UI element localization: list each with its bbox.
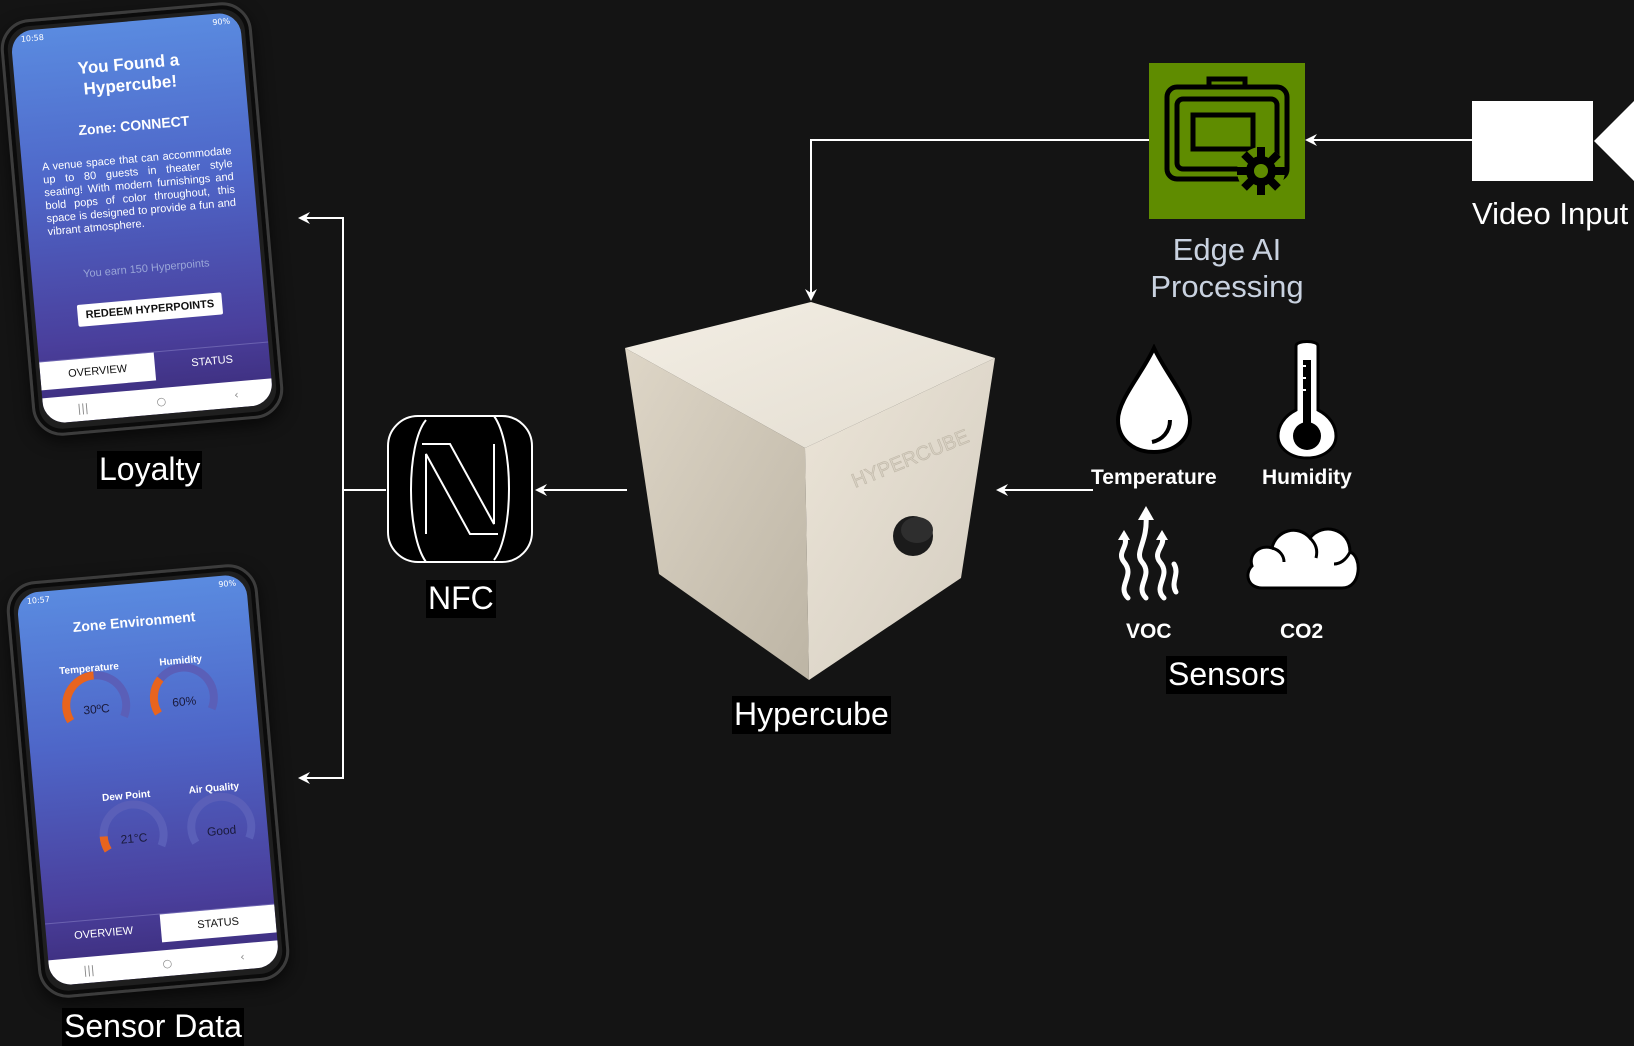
gauge-fill xyxy=(62,671,95,724)
gauge-fill xyxy=(99,836,112,853)
nfc-icon xyxy=(387,415,533,563)
earn-text: You earn 150 Hyperpoints xyxy=(82,257,211,281)
edge-ai-label: Edge AI Processing xyxy=(1150,232,1304,304)
recent-apps-icon[interactable]: ||| xyxy=(76,400,90,415)
sensor-co2-label: CO2 xyxy=(1280,620,1324,643)
tab-status[interactable]: STATUS xyxy=(190,353,234,370)
arrow-nfc-to-sensor-data xyxy=(298,490,344,784)
sensors-label: Sensors xyxy=(1166,656,1288,694)
loyalty-phone: 10:58 90% You Found a Hypercube! Zone: C… xyxy=(0,0,286,439)
cloud-icon xyxy=(1246,527,1360,590)
gauge-value: 60% xyxy=(172,693,197,709)
redeem-hyperpoints-button[interactable]: REDEEM HYPERPOINTS xyxy=(76,292,224,327)
cube-left-face xyxy=(625,348,809,680)
recent-apps-icon[interactable]: ||| xyxy=(82,962,96,977)
arrow-edge-to-cube xyxy=(805,139,1149,301)
gauge-value: 30ºC xyxy=(83,701,111,717)
loyalty-label: Loyalty xyxy=(97,451,203,489)
home-icon[interactable]: ○ xyxy=(161,956,173,970)
loyalty-screen: 10:58 90% You Found a Hypercube! Zone: C… xyxy=(10,11,274,425)
nfc-label: NFC xyxy=(426,580,496,618)
gauge-value: 21°C xyxy=(120,830,148,846)
gauge-track xyxy=(187,792,256,845)
tab-overview[interactable]: OVERVIEW xyxy=(39,352,157,391)
sensor-data-label: Sensor Data xyxy=(62,1008,244,1046)
gauges: 30ºC 60% 21°C Good xyxy=(62,663,256,853)
gauge-value: Good xyxy=(206,823,236,840)
sensor-data-phone: 10:57 90% Zone Environment Temperature H… xyxy=(4,561,292,1001)
cube-right-face xyxy=(805,358,995,680)
home-icon[interactable]: ○ xyxy=(155,394,167,408)
back-icon[interactable]: ‹ xyxy=(239,949,246,964)
back-icon[interactable]: ‹ xyxy=(233,387,240,402)
status-time: 10:58 xyxy=(20,32,45,44)
zone-description: A venue space that can accommodate up to… xyxy=(41,144,237,239)
gauge-track xyxy=(99,800,168,853)
arrow-nfc-to-loyalty xyxy=(298,212,344,490)
video-input-label: Video Input xyxy=(1472,196,1629,231)
hypercube-label: Hypercube xyxy=(732,696,891,734)
edge-device-gear-icon xyxy=(1164,76,1290,195)
loyalty-title: You Found a Hypercube! xyxy=(76,50,180,99)
gauge-fill xyxy=(149,676,164,716)
vapor-icon xyxy=(1118,506,1179,601)
sensor-temperature-label: Temperature xyxy=(1091,466,1217,489)
zone-name: Zone: CONNECT xyxy=(77,112,190,139)
edge-ai-box xyxy=(1149,63,1305,219)
camera-lens-icon xyxy=(1594,101,1634,181)
sensor-humidity-label: Humidity xyxy=(1262,466,1352,489)
sensor-screen: 10:57 90% Zone Environment Temperature H… xyxy=(16,573,280,987)
cube-top-face xyxy=(625,302,995,448)
battery-status: 90% xyxy=(211,16,231,28)
sensor-voc-label: VOC xyxy=(1126,620,1172,643)
water-drop-icon xyxy=(1115,344,1193,455)
hypercube-device: HYPERCUBE xyxy=(625,302,995,680)
thermometer-icon xyxy=(1276,340,1338,460)
video-camera-icon xyxy=(1472,101,1593,181)
